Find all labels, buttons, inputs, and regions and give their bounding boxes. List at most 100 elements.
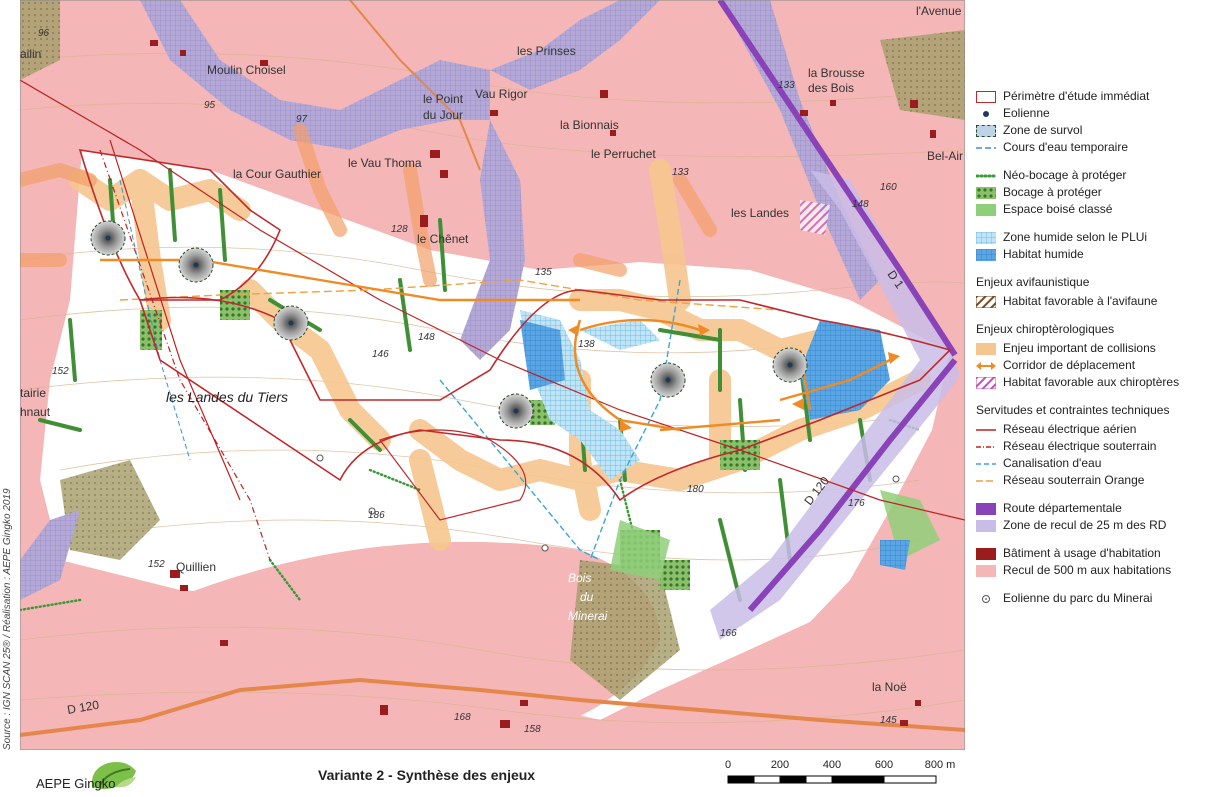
elevation-label: 168	[454, 712, 471, 723]
place-label: les Landes	[731, 206, 789, 220]
legend-group-habitations: Bâtiment à usage d'habitation Recul de 5…	[976, 545, 1216, 579]
legend-group-avifaune: Enjeux avifaunistique Habitat favorable …	[975, 274, 1216, 310]
map-title: Variante 2 - Synthèse des enjeux	[318, 767, 536, 783]
elevation-label: 135	[535, 267, 552, 278]
corridor-arrows	[568, 324, 900, 432]
legend-label: Espace boisé classé	[1003, 202, 1113, 216]
canalisation-line-2	[589, 279, 681, 561]
recul-lobe	[170, 541, 660, 750]
legend-label: Enjeu important de collisions	[1003, 341, 1156, 355]
legend-group-bocage: Néo-bocage à protéger Bocage à protéger …	[975, 167, 1216, 218]
place-label: la Bionnais	[560, 118, 619, 132]
place-label: Bel-Air	[927, 149, 963, 163]
place-label: Quillien	[176, 560, 216, 574]
elevation-label: 152	[148, 559, 165, 570]
legend-group-chiro: Enjeux chiroptèrologiques Enjeu importan…	[975, 321, 1216, 391]
road-d1	[717, 0, 958, 357]
legend-item-eolienne: Eolienne	[976, 105, 1216, 122]
legend-label: Cours d'eau temporaire	[1003, 140, 1129, 154]
legend-group-humide: Zone humide selon le PLUi Habitat humide	[976, 229, 1216, 263]
legend-label: Réseau électrique aérien	[1003, 422, 1137, 436]
legend-label: Zone de recul de 25 m des RD	[1003, 518, 1167, 532]
recul-rd-swatch	[976, 519, 996, 532]
elevation-label: 148	[852, 199, 869, 210]
legend-label: Réseau souterrain Orange	[1003, 473, 1145, 487]
zone-humide-2	[580, 320, 660, 350]
legend-item-batiment: Bâtiment à usage d'habitation	[976, 545, 1216, 562]
route-swatch	[976, 502, 996, 515]
legend-item-neo-bocage: Néo-bocage à protéger	[975, 167, 1216, 184]
place-label: des Bois	[808, 81, 854, 95]
scale-tick-label: 800 m	[925, 759, 956, 771]
legend: Périmètre d'étude immédiat Eolienne Zone…	[975, 88, 1216, 607]
place-label: la Noë	[872, 680, 907, 694]
legend-label: Recul de 500 m aux habitations	[1003, 563, 1172, 577]
place-label: ailin	[20, 47, 41, 61]
double-arrow-icon	[976, 360, 996, 372]
legend-item-recul-rd: Zone de recul de 25 m des RD	[976, 517, 1216, 534]
legend-item-route: Route départementale	[976, 500, 1216, 517]
legend-label: Habitat humide	[1003, 247, 1084, 261]
legend-item-habitat-avifaune: Habitat favorable à l'avifaune	[975, 293, 1216, 310]
road-label: D 120	[66, 698, 100, 717]
elevation-label: 95	[204, 100, 216, 111]
scale-tick-label: 400	[823, 759, 841, 771]
map-canvas[interactable]: Moulin Choisel les Prinses Vau Rigor le …	[20, 0, 965, 750]
place-label: les Landes du Tiers	[166, 389, 288, 405]
dash-dot-line-icon	[976, 441, 996, 453]
building-swatch	[976, 547, 996, 560]
legend-item-perimetre: Périmètre d'étude immédiat	[976, 88, 1216, 105]
elevation-label: 160	[880, 182, 897, 193]
recul-rd-band	[710, 170, 960, 640]
place-label: l'Avenue	[916, 4, 962, 18]
place-label: hnaut	[20, 405, 51, 419]
scale-tick-label: 600	[875, 759, 893, 771]
place-label: Vau Rigor	[475, 87, 527, 101]
place-label: les Prinses	[517, 44, 576, 58]
place-label: Minerai	[568, 609, 608, 623]
collision-swatch	[976, 342, 996, 355]
elevation-label: 152	[52, 366, 69, 377]
study-perimeter-2[interactable]	[138, 289, 952, 502]
legend-item-collision: Enjeu important de collisions	[976, 340, 1216, 357]
woodlands	[20, 0, 965, 700]
minerai-turbines	[316, 454, 900, 552]
legend-label: Zone humide selon le PLUi	[1003, 230, 1148, 244]
elevation-label: 145	[880, 715, 897, 726]
legend-item-canalisation: Canalisation d'eau	[976, 455, 1216, 472]
elevation-label: 158	[524, 724, 541, 735]
dashed-line-icon	[976, 458, 996, 470]
elevation-label: 97	[296, 114, 308, 125]
stream-line-icon	[976, 142, 996, 154]
bird-habitat-swatch	[975, 295, 997, 308]
wetland-swatch	[976, 231, 996, 244]
legend-item-reseau-aerien: Réseau électrique aérien	[976, 421, 1216, 438]
legend-label: Bocage à protéger	[1003, 185, 1102, 199]
turbine-dot-icon	[976, 108, 996, 120]
legend-item-habitat-chiro: Habitat favorable aux chiroptères	[975, 374, 1216, 391]
place-label: la Brousse	[808, 66, 865, 80]
buildings	[150, 40, 936, 728]
legend-item-eolienne-minerai: Eolienne du parc du Minerai	[976, 590, 1216, 607]
elevation-label: 186	[368, 510, 385, 521]
road-secondary	[349, 0, 481, 171]
overflight-swatch	[976, 124, 996, 137]
map-panel[interactable]: Moulin Choisel les Prinses Vau Rigor le …	[20, 0, 965, 750]
scale-segments	[727, 775, 937, 784]
bocage-swatch	[976, 186, 996, 199]
solid-line-icon	[976, 424, 996, 436]
organization-name: AEPE Gingko	[36, 776, 116, 791]
wet-habitat-swatch	[976, 248, 996, 261]
place-label: tairie	[20, 386, 46, 400]
legend-label: Périmètre d'étude immédiat	[1003, 89, 1150, 103]
scale-tick-label: 0	[725, 759, 731, 771]
place-label: du Jour	[423, 108, 463, 122]
turbines[interactable]	[90, 220, 808, 429]
road-d120-east	[747, 358, 958, 612]
legend-label: Route départementale	[1003, 501, 1122, 515]
habitat-chiro-area	[800, 200, 830, 235]
place-label: Bois	[568, 571, 591, 585]
elevation-label: 96	[38, 28, 50, 39]
place-label: le Point	[423, 92, 464, 106]
study-perimeter-3[interactable]	[379, 429, 527, 521]
